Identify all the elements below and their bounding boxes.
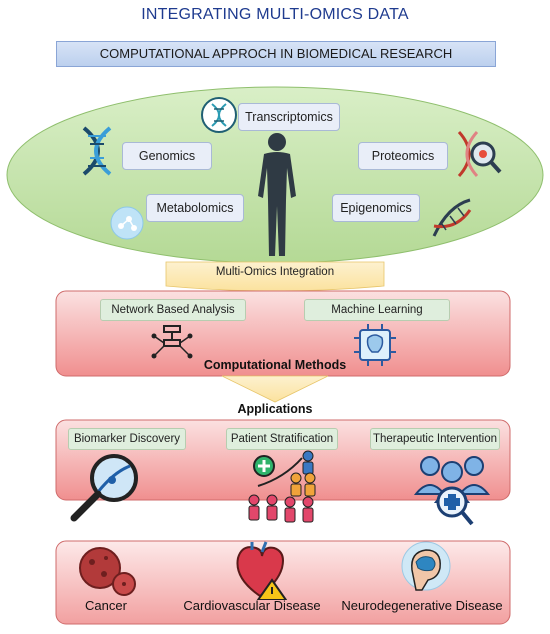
- magnifier-icon: [70, 454, 138, 522]
- therapeutic-box: Therapeutic Intervention: [370, 428, 500, 450]
- dna-helix-icon: [82, 126, 112, 176]
- genomics-box: Genomics: [122, 142, 212, 170]
- machine-learning-box: Machine Learning: [304, 299, 450, 321]
- network-analysis-box: Network Based Analysis: [100, 299, 246, 321]
- cardiovascular-label: Cardiovascular Disease: [183, 598, 321, 613]
- biomarker-box: Biomarker Discovery: [68, 428, 186, 450]
- brain-head-icon: [401, 541, 451, 591]
- diseases-panel: [55, 540, 511, 625]
- cancer-label: Cancer: [85, 598, 127, 613]
- transcriptomics-box: Transcriptomics: [238, 103, 340, 131]
- computational-methods-label: Computational Methods: [203, 358, 347, 372]
- epigenomics-box: Epigenomics: [332, 194, 420, 222]
- neurodegenerative-label: Neurodegenerative Disease: [341, 598, 503, 613]
- heart-warning-icon: [236, 541, 288, 600]
- stratification-box: Patient Stratification: [226, 428, 338, 450]
- molecule-icon: [110, 206, 144, 240]
- down-arrow: [221, 375, 329, 403]
- proteomics-box: Proteomics: [358, 142, 448, 170]
- human-body-icon: [258, 133, 296, 256]
- group-medical-cross-icon: [413, 456, 491, 526]
- applications-heading: Applications: [237, 402, 313, 416]
- cancer-cells-icon: [79, 547, 136, 596]
- diagram-subtitle: COMPUTATIONAL APPROCH IN BIOMEDICAL RESE…: [56, 41, 496, 67]
- dna-circle-icon: [201, 97, 237, 133]
- protein-magnifier-icon: [457, 130, 502, 178]
- metabolomics-box: Metabolomics: [146, 194, 244, 222]
- patient-groups-icon: [248, 450, 316, 523]
- network-icon: [151, 325, 193, 359]
- ai-brain-chip-icon: [354, 324, 396, 366]
- diagram-title: INTEGRATING MULTI-OMICS DATA: [141, 6, 409, 23]
- dna-strand-icon: [432, 198, 472, 237]
- integration-label: Multi-Omics Integration: [215, 266, 335, 278]
